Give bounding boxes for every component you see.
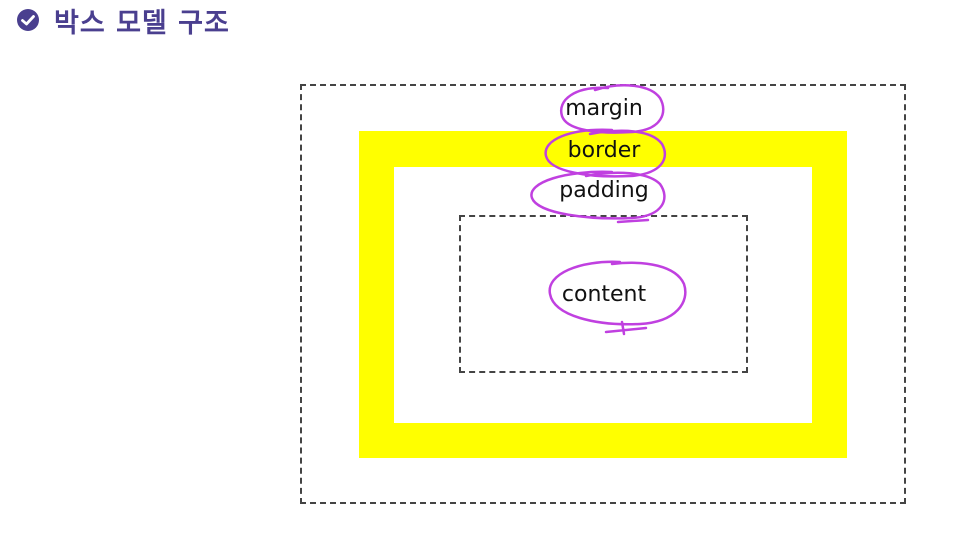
padding-tail	[616, 218, 650, 224]
padding-circle	[530, 170, 666, 220]
margin-label: margin	[565, 96, 643, 121]
margin-area	[300, 84, 906, 504]
margin-circle	[559, 84, 665, 134]
check-circle-icon	[16, 8, 40, 32]
content-circle	[548, 260, 687, 326]
border-circle	[544, 128, 667, 178]
content-label: content	[561, 282, 647, 307]
padding-area	[394, 167, 812, 423]
content-tail	[604, 320, 648, 336]
content-area	[459, 215, 748, 373]
page-heading: 박스 모델 구조	[16, 2, 230, 39]
border-label: border	[567, 138, 641, 163]
padding-label: padding	[559, 178, 649, 203]
page-title: 박스 모델 구조	[54, 7, 230, 39]
